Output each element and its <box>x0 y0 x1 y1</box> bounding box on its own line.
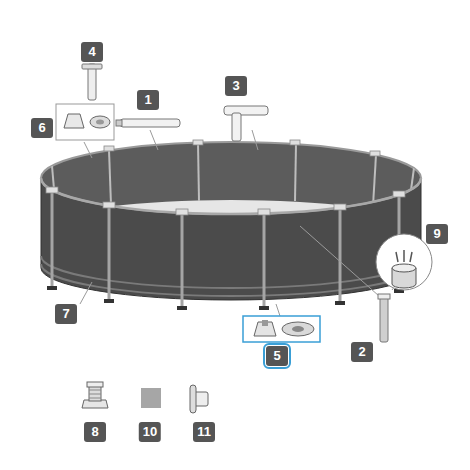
callout-number: 8 <box>84 422 106 442</box>
back-poles <box>52 143 414 212</box>
part-cap-set <box>56 104 114 140</box>
part-top-joint <box>82 64 102 100</box>
leader-lines <box>80 130 398 316</box>
callout-number: 9 <box>426 224 448 244</box>
part-vertical-leg <box>378 294 390 342</box>
part-repair-patch <box>141 388 161 408</box>
part-foot-set <box>243 316 320 342</box>
callout-number: 5 <box>266 346 288 366</box>
part-plug <box>190 385 208 413</box>
pole-feet <box>47 286 404 310</box>
callout-number: 3 <box>225 76 247 96</box>
callout-number: 11 <box>193 422 215 442</box>
callout-number: 4 <box>81 42 103 62</box>
callout-number: 1 <box>137 90 159 110</box>
front-poles <box>52 191 399 307</box>
callout-number: 2 <box>351 342 373 362</box>
callout-number: 6 <box>31 118 53 138</box>
rim-joints <box>46 140 405 215</box>
part-t-joint <box>224 106 268 141</box>
part-horizontal-beam <box>116 119 180 127</box>
detail-circle <box>376 234 432 290</box>
callout-number: 7 <box>55 304 77 324</box>
part-valve <box>82 382 108 408</box>
callout-number: 10 <box>139 422 161 442</box>
